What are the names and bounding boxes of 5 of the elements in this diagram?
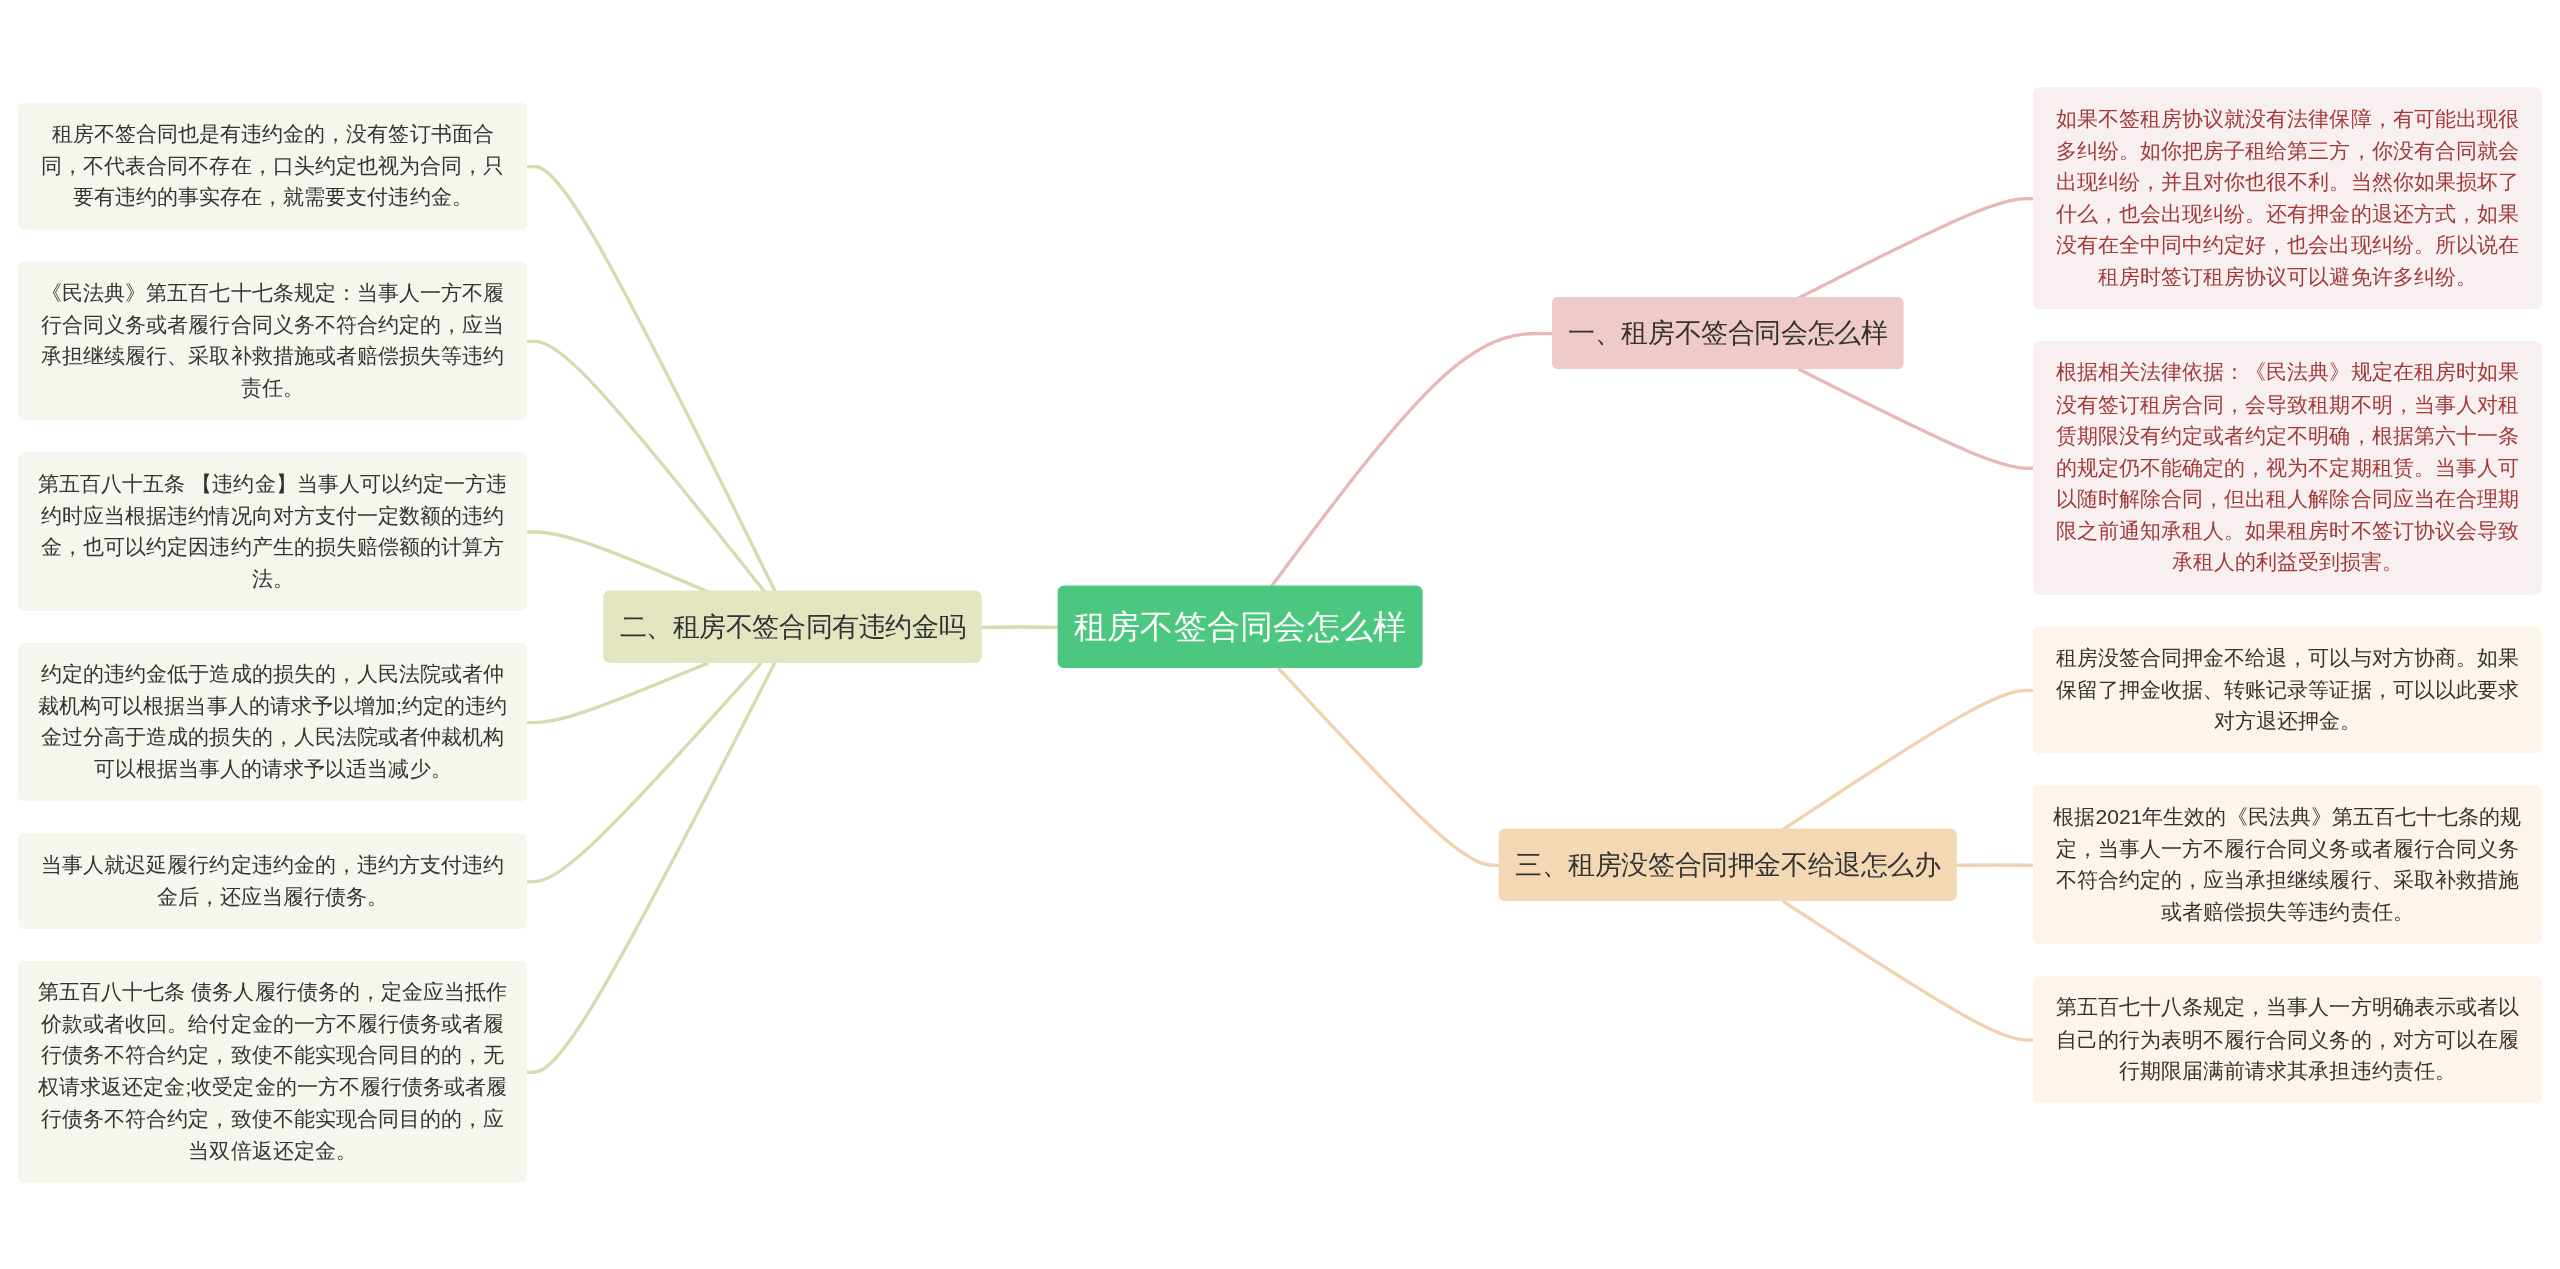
connector bbox=[526, 660, 710, 724]
connector bbox=[1276, 666, 1500, 867]
connector bbox=[981, 624, 1059, 629]
connector bbox=[526, 661, 763, 883]
connector bbox=[526, 661, 777, 1074]
